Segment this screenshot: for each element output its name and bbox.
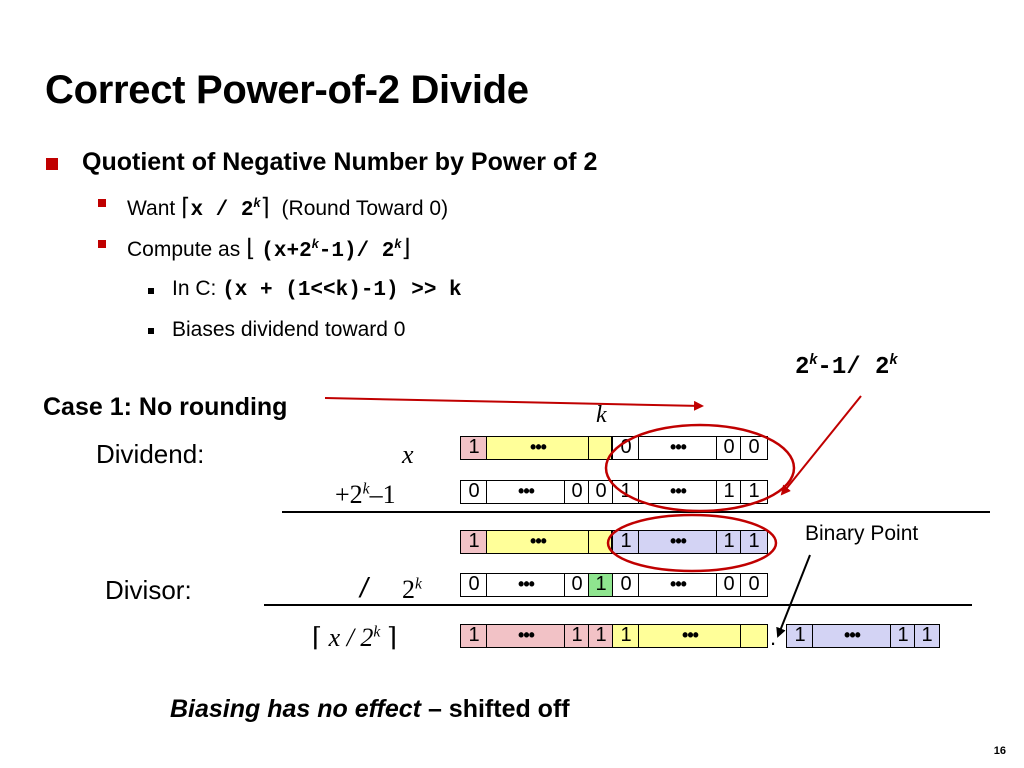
bit-ellipsis: ••• — [486, 480, 566, 504]
compute-expr-a: (x+2 — [261, 240, 312, 263]
in-c-label: In C: — [172, 277, 217, 300]
bullet-marker — [46, 158, 58, 170]
bit-cell: 1 — [460, 624, 488, 648]
result-expr: x / 2 — [328, 623, 374, 652]
compute-expr-b: -1)/ 2 — [318, 240, 395, 263]
in-c-code: (x + (1<<k)-1) >> k — [222, 279, 462, 302]
bullet-marker — [148, 328, 154, 334]
result-close: ⌉ — [386, 623, 397, 652]
bit-cell: 1 — [564, 624, 590, 648]
bit-cell: 1 — [716, 530, 742, 554]
bias-annotation-exp-b: k — [889, 352, 898, 368]
divisor-exp: k — [415, 575, 422, 593]
highlight-ellipse-upper — [604, 423, 796, 513]
bullet-marker — [98, 199, 106, 207]
divisor-term: 2k — [402, 575, 422, 605]
conclusion-emphasis: Biasing has no effect — [170, 695, 421, 723]
binary-point-label: Binary Point — [805, 522, 919, 545]
bit-cell: 0 — [740, 436, 768, 460]
bit-cell: 1 — [716, 480, 742, 504]
bit-cell — [588, 530, 612, 554]
slide-title: Correct Power-of-2 Divide — [45, 68, 529, 112]
floor-close: ⌋ — [401, 234, 411, 262]
bit-ellipsis: ••• — [638, 530, 718, 554]
bias-prefix: +2 — [335, 480, 363, 509]
bit-ellipsis: ••• — [812, 624, 892, 648]
result-exp: k — [373, 623, 381, 641]
bit-ellipsis: ••• — [638, 436, 718, 460]
bit-ellipsis: ••• — [486, 573, 566, 597]
dividend-label: Dividend: — [96, 439, 205, 469]
binary-point-arrow — [776, 554, 811, 638]
bullet-in-c: In C: (x + (1<<k)-1) >> k — [172, 277, 462, 302]
bit-ellipsis: ••• — [638, 624, 742, 648]
divide-rule — [264, 604, 972, 606]
bit-cell — [740, 624, 768, 648]
bit-ellipsis: ••• — [486, 436, 590, 460]
bullet-quotient: Quotient of Negative Number by Power of … — [82, 148, 598, 176]
ceil-open: ⌈ — [181, 193, 191, 221]
ceil-close: ⌉ — [260, 193, 270, 221]
want-note: (Round Toward 0) — [281, 197, 449, 220]
divisor-label: Divisor: — [105, 575, 192, 605]
highlight-ellipse-lower — [606, 513, 778, 573]
bias-arrow — [780, 395, 862, 496]
compute-exp-b: k — [394, 237, 402, 251]
bit-cell: 1 — [740, 530, 768, 554]
bias-annotation-b: -1/ 2 — [817, 354, 890, 381]
case-label: Case 1: No rounding — [43, 393, 288, 421]
bias-annotation: 2k-1/ 2k — [795, 352, 897, 381]
conclusion: Biasing has no effect – shifted off — [170, 695, 570, 723]
bit-ellipsis: ••• — [486, 624, 566, 648]
k-label: k — [596, 402, 607, 428]
want-label: Want — [127, 197, 176, 220]
bit-cell: 1 — [914, 624, 940, 648]
bit-cell: 0 — [716, 436, 742, 460]
bias-suffix: –1 — [369, 480, 396, 509]
floor-open: ⌊ — [246, 234, 256, 262]
bias-exp: k — [362, 480, 370, 498]
result-open: ⌈ — [312, 623, 323, 652]
result-term: ⌈ x / 2k ⌉ — [312, 623, 397, 653]
bullet-want: Want ⌈x / 2k⌉ (Round Toward 0) — [127, 193, 448, 222]
compute-exp-a: k — [311, 237, 319, 251]
bit-ellipsis: ••• — [638, 573, 718, 597]
case-arrow — [324, 397, 704, 411]
dividend-var: x — [402, 440, 414, 469]
want-exp: k — [253, 196, 261, 210]
divide-operator: / — [360, 572, 368, 603]
bit-cell: 1 — [588, 573, 614, 597]
want-expr: x / 2 — [190, 199, 254, 222]
page-number: 16 — [993, 745, 1006, 757]
bit-cell: 1 — [612, 530, 640, 554]
compute-label: Compute as — [127, 238, 241, 261]
bit-cell: 0 — [740, 573, 768, 597]
bit-cell: 0 — [612, 573, 640, 597]
sum-rule — [282, 511, 990, 513]
bit-cell: 0 — [564, 573, 590, 597]
bit-cell: 1 — [890, 624, 916, 648]
bullet-marker — [98, 240, 106, 248]
bias-annotation-a: 2 — [795, 354, 810, 381]
bias-annotation-exp-a: k — [809, 352, 818, 368]
bit-cell — [588, 436, 612, 460]
bit-ellipsis: ••• — [638, 480, 718, 504]
bit-cell: 1 — [460, 530, 488, 554]
binary-point-dot: . — [770, 625, 777, 650]
bullet-compute: Compute as ⌊ (x+2k-1)/ 2k⌋ — [127, 234, 411, 263]
bullet-biases: Biases dividend toward 0 — [172, 318, 406, 341]
bit-cell: 0 — [564, 480, 590, 504]
bit-cell: 0 — [460, 480, 488, 504]
bullet-marker — [148, 288, 154, 294]
divisor-base: 2 — [402, 575, 415, 604]
bias-term: +2k–1 — [335, 480, 396, 510]
